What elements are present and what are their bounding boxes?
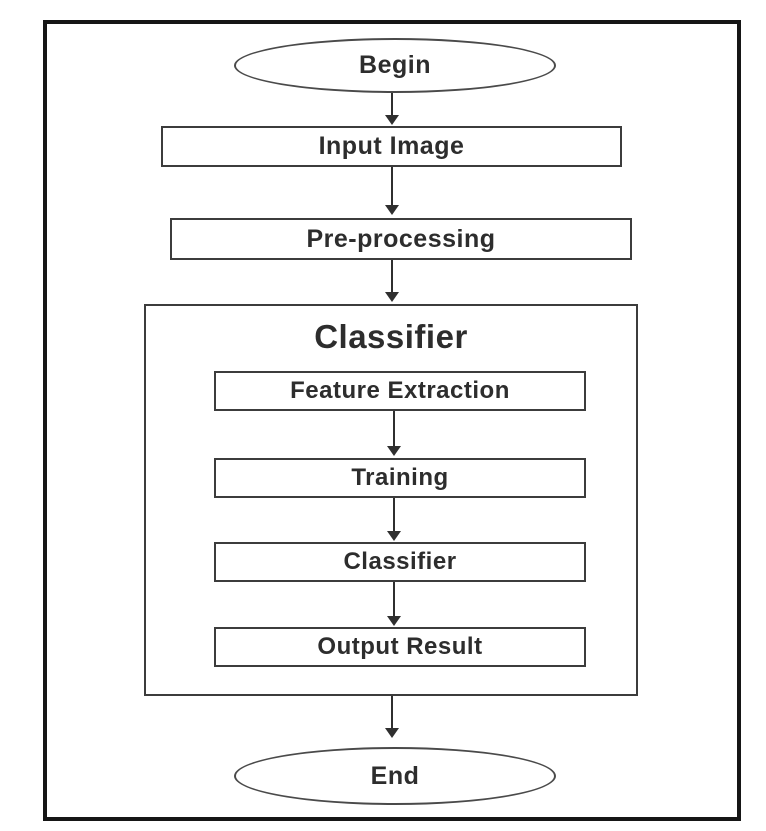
output-result-node: Output Result bbox=[214, 627, 586, 667]
arrow-preprocessing-to-classifier-group bbox=[384, 260, 400, 302]
arrow-line bbox=[391, 260, 393, 292]
output-result-label: Output Result bbox=[317, 633, 483, 660]
arrow-begin-to-input bbox=[384, 93, 400, 125]
arrow-line bbox=[393, 582, 395, 616]
arrow-classifier-group-to-end bbox=[384, 696, 400, 738]
arrow-line bbox=[391, 93, 393, 115]
feature-extraction-label: Feature Extraction bbox=[290, 377, 510, 404]
outer-frame: Begin Input Image Pre-processing Classif… bbox=[43, 20, 741, 821]
arrowhead-icon bbox=[387, 531, 401, 541]
arrow-line bbox=[393, 411, 395, 446]
arrow-line bbox=[391, 167, 393, 205]
input-image-label: Input Image bbox=[318, 132, 465, 160]
input-image-node: Input Image bbox=[161, 126, 622, 167]
arrowhead-icon bbox=[385, 728, 399, 738]
arrow-input-to-preprocessing bbox=[384, 167, 400, 215]
begin-node: Begin bbox=[234, 38, 556, 93]
feature-extraction-node: Feature Extraction bbox=[214, 371, 586, 411]
classifier-node: Classifier bbox=[214, 542, 586, 582]
training-node: Training bbox=[214, 458, 586, 498]
arrow-classifier-to-output bbox=[386, 582, 402, 626]
classifier-group-title: Classifier bbox=[314, 318, 468, 355]
begin-label: Begin bbox=[359, 51, 431, 79]
arrowhead-icon bbox=[387, 446, 401, 456]
end-node: End bbox=[234, 747, 556, 805]
training-label: Training bbox=[351, 464, 449, 491]
preprocessing-node: Pre-processing bbox=[170, 218, 632, 260]
arrow-line bbox=[391, 696, 393, 728]
classifier-label: Classifier bbox=[343, 548, 457, 575]
classifier-group: Classifier Feature Extraction Training C… bbox=[144, 304, 638, 696]
arrow-training-to-classifier bbox=[386, 498, 402, 541]
arrow-line bbox=[393, 498, 395, 531]
preprocessing-label: Pre-processing bbox=[306, 224, 496, 253]
arrowhead-icon bbox=[385, 292, 399, 302]
end-label: End bbox=[370, 761, 420, 790]
arrowhead-icon bbox=[385, 115, 399, 125]
arrowhead-icon bbox=[387, 616, 401, 626]
arrow-feature-to-training bbox=[386, 411, 402, 456]
arrowhead-icon bbox=[385, 205, 399, 215]
